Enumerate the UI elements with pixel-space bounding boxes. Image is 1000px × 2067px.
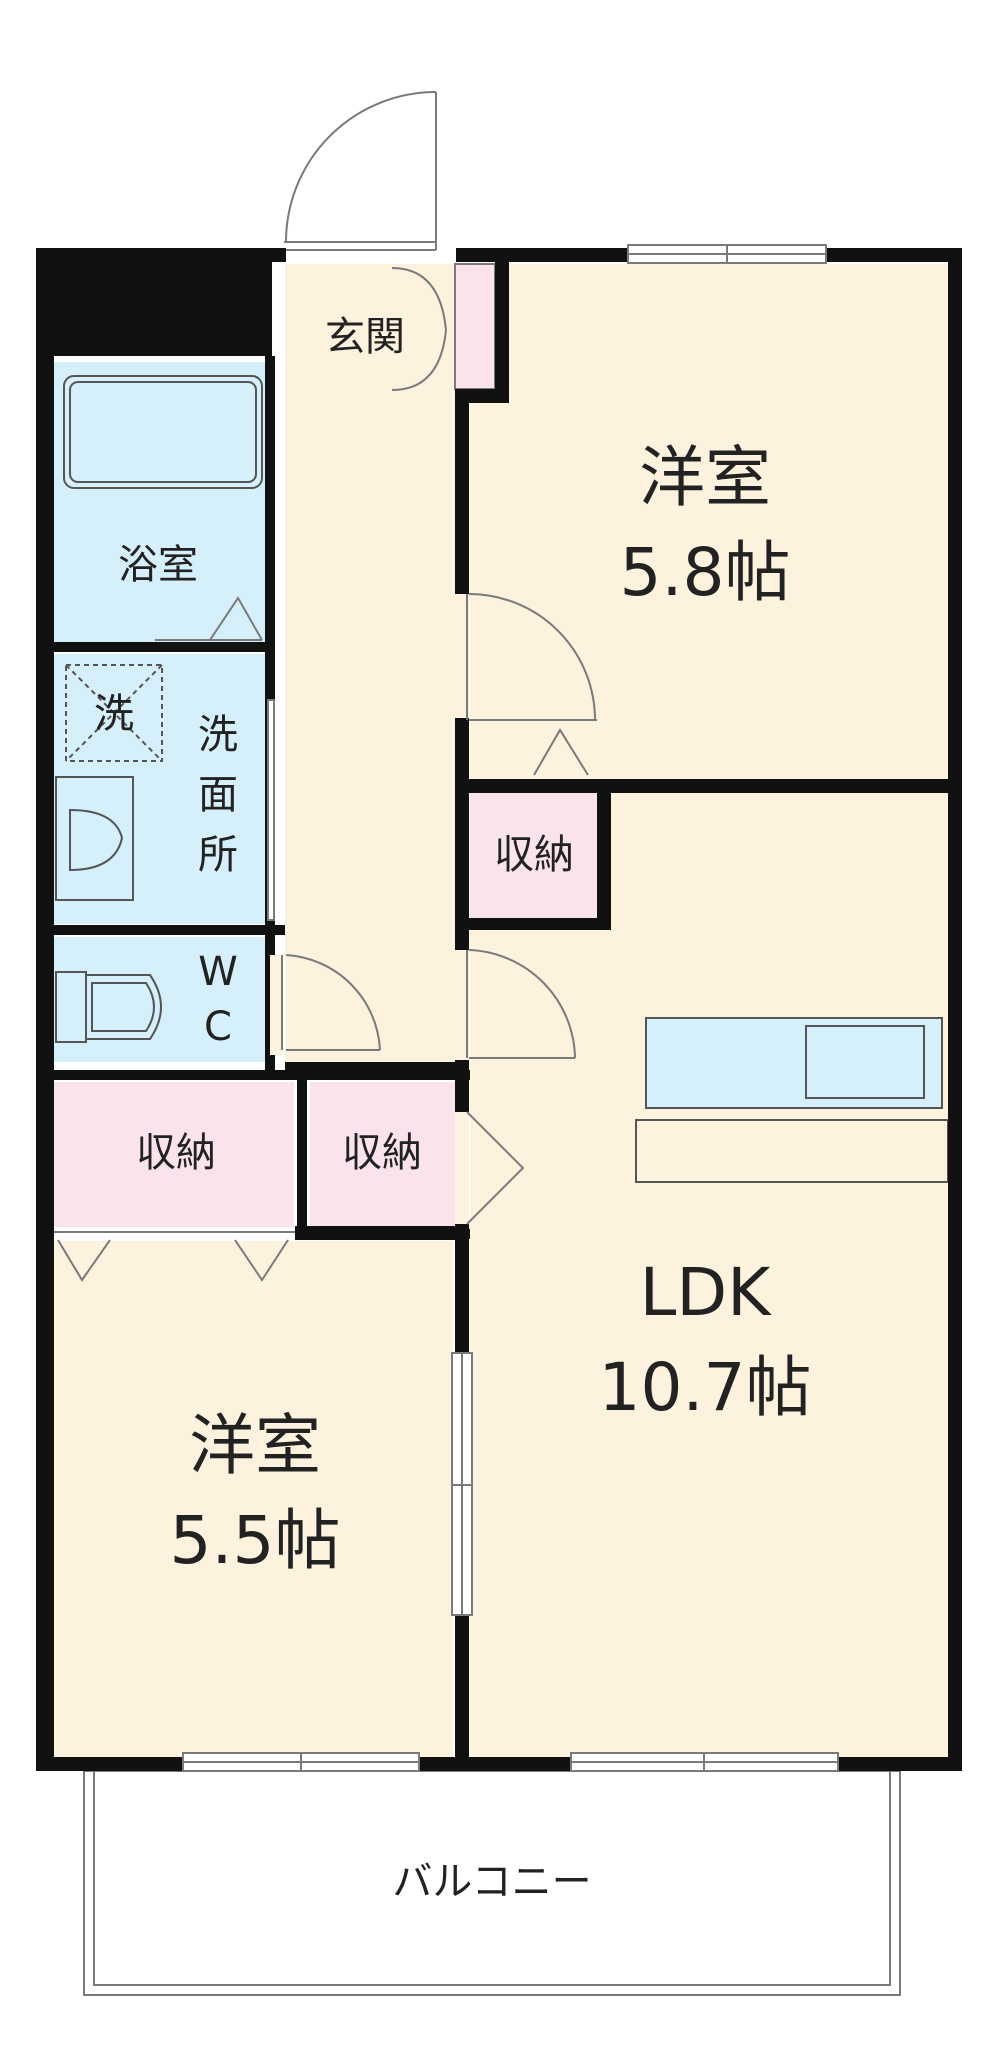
labels: 玄関 浴室 洗 洗 面 所 W C 洋室 5.8帖 収納 収納 収納 洋室 5.… bbox=[94, 314, 811, 1905]
bathtub bbox=[63, 375, 263, 489]
label-washer: 洗 bbox=[94, 691, 134, 737]
label-bedroom-top-name: 洋室 bbox=[639, 439, 771, 516]
label-balcony: バルコニー bbox=[392, 1859, 591, 1905]
label-storage-left: 収納 bbox=[136, 1130, 216, 1176]
label-bedroom-top-size: 5.8帖 bbox=[620, 534, 791, 611]
label-bathroom: 浴室 bbox=[118, 542, 198, 588]
label-washroom-2: 面 bbox=[198, 772, 238, 818]
label-wc-w: W bbox=[198, 949, 238, 995]
storage-bedroom-top-floor bbox=[470, 792, 597, 918]
window-washroom bbox=[267, 699, 275, 921]
shoe-cabinet bbox=[454, 263, 496, 390]
doors bbox=[54, 267, 597, 1282]
windows bbox=[182, 244, 839, 1772]
entrance-floor bbox=[285, 264, 456, 390]
label-washroom-3: 所 bbox=[198, 832, 238, 878]
label-entrance: 玄関 bbox=[325, 314, 405, 360]
label-ldk-name: LDK bbox=[640, 1254, 773, 1331]
fixtures bbox=[55, 375, 949, 1183]
label-ldk-size: 10.7帖 bbox=[599, 1349, 812, 1426]
wc-floor bbox=[54, 937, 270, 1062]
label-bedroom-bottom-size: 5.5帖 bbox=[170, 1502, 341, 1579]
bedroom-top-floor bbox=[470, 264, 948, 779]
label-bedroom-bottom-name: 洋室 bbox=[189, 1407, 321, 1484]
storage-middle-floor bbox=[310, 1082, 455, 1227]
bedroom-bottom-floor bbox=[54, 1241, 453, 1757]
toilet-bowl bbox=[85, 974, 162, 1040]
entrance-door bbox=[284, 91, 437, 251]
pipe-shaft bbox=[36, 248, 272, 356]
hallway-floor bbox=[285, 390, 455, 1065]
label-storage-bedroom-top: 収納 bbox=[494, 832, 574, 878]
wash-basin bbox=[55, 776, 134, 901]
ldk-floor bbox=[470, 792, 948, 1757]
storage-left-floor bbox=[54, 1082, 294, 1227]
label-wc-c: C bbox=[204, 1004, 232, 1050]
label-storage-middle: 収納 bbox=[342, 1130, 422, 1176]
kitchen-counter bbox=[645, 1017, 943, 1109]
label-washroom-1: 洗 bbox=[198, 712, 238, 758]
kitchen-sink bbox=[805, 1025, 925, 1099]
washer-space bbox=[65, 664, 163, 762]
floors bbox=[54, 263, 948, 1757]
